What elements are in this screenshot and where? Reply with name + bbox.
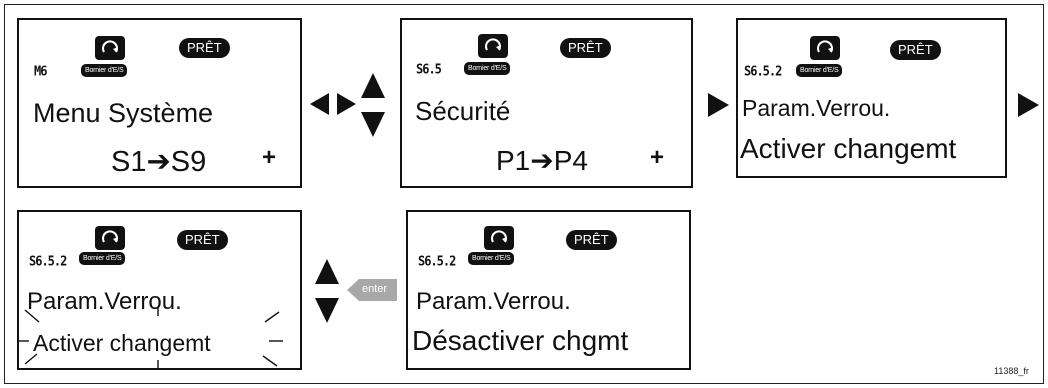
pret-indicator: PRÊT — [177, 230, 228, 250]
right-arrow-icon — [708, 93, 729, 117]
bornier-indicator: Bornier d'E/S — [468, 252, 515, 265]
keypad-display-securite: PRÊT S6.5 Bornier d'E/S Sécurité P1➔P4 + — [400, 18, 693, 188]
display-line-1: Menu Système — [33, 98, 214, 128]
keypad-display-param-verrou-blinking: PRÊT S6.5.2 Bornier d'E/S Param.Verrou. … — [17, 210, 302, 370]
diagram-frame — [4, 4, 1044, 384]
pret-indicator: PRÊT — [890, 40, 941, 60]
up-down-arrows-icon — [361, 73, 385, 137]
plus-icon: + — [650, 144, 665, 171]
plus-icon: + — [262, 144, 277, 171]
enter-label: enter — [362, 283, 388, 295]
menu-code: S6.5.2 — [418, 253, 456, 269]
display-line-1: Param.Verrou. — [27, 288, 182, 315]
pret-indicator: PRÊT — [566, 230, 617, 250]
keypad-display-menu-systeme: PRÊT M6 Bornier d'E/S Menu Système S1➔S9… — [17, 18, 302, 188]
menu-code: S6.5.2 — [744, 63, 782, 79]
rotation-icon — [484, 226, 514, 250]
display-line-2: Activer changemt — [740, 133, 957, 164]
display-line-2: S1➔S9 — [111, 146, 207, 178]
display-line-2: P1➔P4 — [496, 145, 588, 176]
menu-code: S6.5 — [416, 61, 442, 77]
bornier-indicator: Bornier d'E/S — [464, 62, 511, 75]
left-right-arrows-icon — [310, 93, 356, 115]
display-line-1: Sécurité — [415, 96, 511, 126]
menu-code: M6 — [34, 63, 47, 79]
rotation-icon — [478, 34, 508, 58]
keypad-display-desactiver: PRÊT S6.5.2 Bornier d'E/S Param.Verrou. … — [406, 210, 691, 370]
display-line-2: Désactiver chgmt — [412, 325, 629, 356]
rotation-icon — [95, 36, 125, 60]
pret-indicator: PRÊT — [560, 38, 611, 58]
keypad-display-param-verrou: PRÊT S6.5.2 Bornier d'E/S Param.Verrou. … — [736, 18, 1007, 178]
bornier-indicator: Bornier d'E/S — [81, 64, 128, 77]
rotation-icon — [810, 36, 840, 60]
pret-indicator: PRÊT — [179, 38, 230, 58]
bornier-indicator: Bornier d'E/S — [796, 64, 843, 77]
rotation-icon — [95, 226, 125, 250]
display-line-2-blinking: Activer changemt — [33, 330, 211, 356]
blink-indicator-icon — [19, 308, 283, 368]
bornier-indicator: Bornier d'E/S — [79, 252, 126, 265]
up-down-arrows-icon — [315, 259, 339, 323]
enter-button-arrow: enter — [346, 278, 398, 302]
figure-id: 11388_fr — [994, 366, 1029, 376]
display-line-1: Param.Verrou. — [416, 288, 571, 315]
right-arrow-icon — [1018, 93, 1039, 117]
display-line-1: Param.Verrou. — [742, 95, 891, 121]
menu-code: S6.5.2 — [29, 253, 67, 269]
